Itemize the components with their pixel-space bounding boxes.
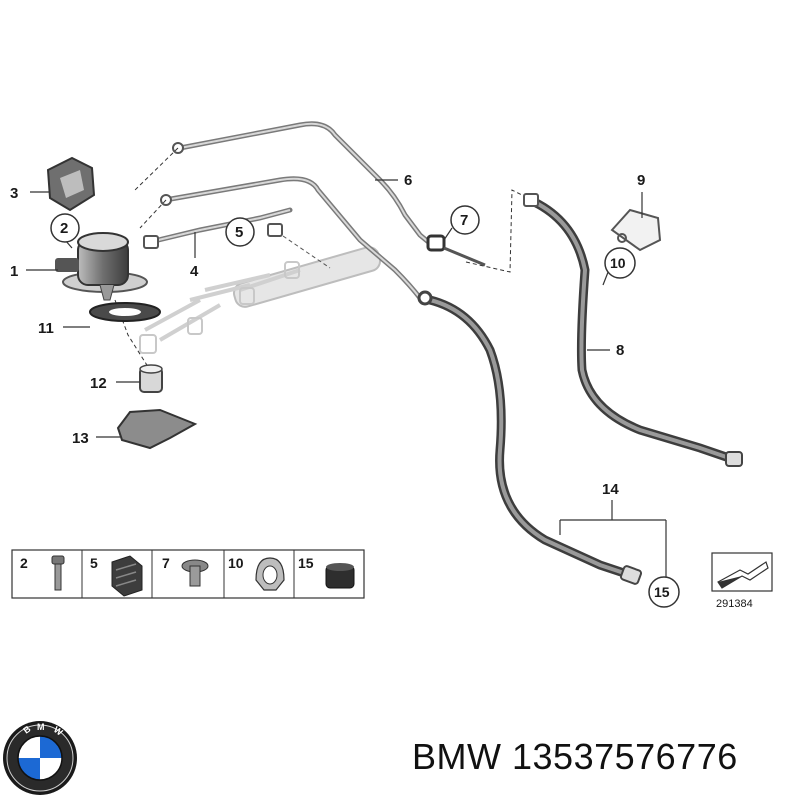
callout-11: 11 [38,320,54,337]
callout-4: 4 [190,263,199,280]
bmw-logo: B M W [3,721,77,795]
part-11-gasket [89,302,161,322]
callout-14: 14 [602,481,619,498]
part-13-bracket [116,408,198,450]
screw-icon [181,559,209,587]
reference-number: 291384 [716,598,753,610]
svg-text:M: M [37,722,45,732]
callout-7: 7 [460,212,468,229]
dashed-leaders [114,147,529,371]
small-parts-table: 2 5 7 10 15 [11,549,365,599]
callout-1: 1 [10,263,18,280]
bolt-icon [51,555,65,591]
part-3-cap [46,156,96,212]
reference-box: 291384 [711,552,773,610]
table-label-7: 7 [162,555,170,571]
clip-icon [111,555,143,597]
clamp-icon [255,557,285,591]
callout-labels: 1 2 3 4 5 6 7 8 9 10 11 12 13 14 15 [10,172,680,608]
table-label-15: 15 [298,555,314,571]
grommet-icon [325,563,355,589]
part-9-bracket [610,208,662,252]
callout-5: 5 [235,224,243,241]
part-12-sleeve [139,364,163,393]
caption-part-number: 13537576776 [512,736,738,777]
callout-13: 13 [72,430,89,447]
leader-lines [26,179,667,580]
callout-3: 3 [10,185,18,202]
callout-6: 6 [404,172,412,189]
table-label-2: 2 [20,555,28,571]
caption-brand: BMW [412,736,502,777]
callout-9: 9 [637,172,645,189]
high-pressure-pump [55,232,148,301]
hose-8 [523,193,743,467]
callout-8: 8 [616,342,624,359]
fuel-rail [139,246,382,354]
hose-15 [417,290,643,585]
callout-2: 2 [60,220,68,237]
table-label-10: 10 [228,555,244,571]
part-7-bolt [426,234,486,267]
table-label-5: 5 [90,555,98,571]
svg-text:B: B [21,723,32,735]
callout-12: 12 [90,375,107,392]
callout-15: 15 [654,584,670,600]
part-caption: BMW 13537576776 [412,736,792,788]
callout-10: 10 [610,255,626,271]
part-5-connector [267,223,331,269]
